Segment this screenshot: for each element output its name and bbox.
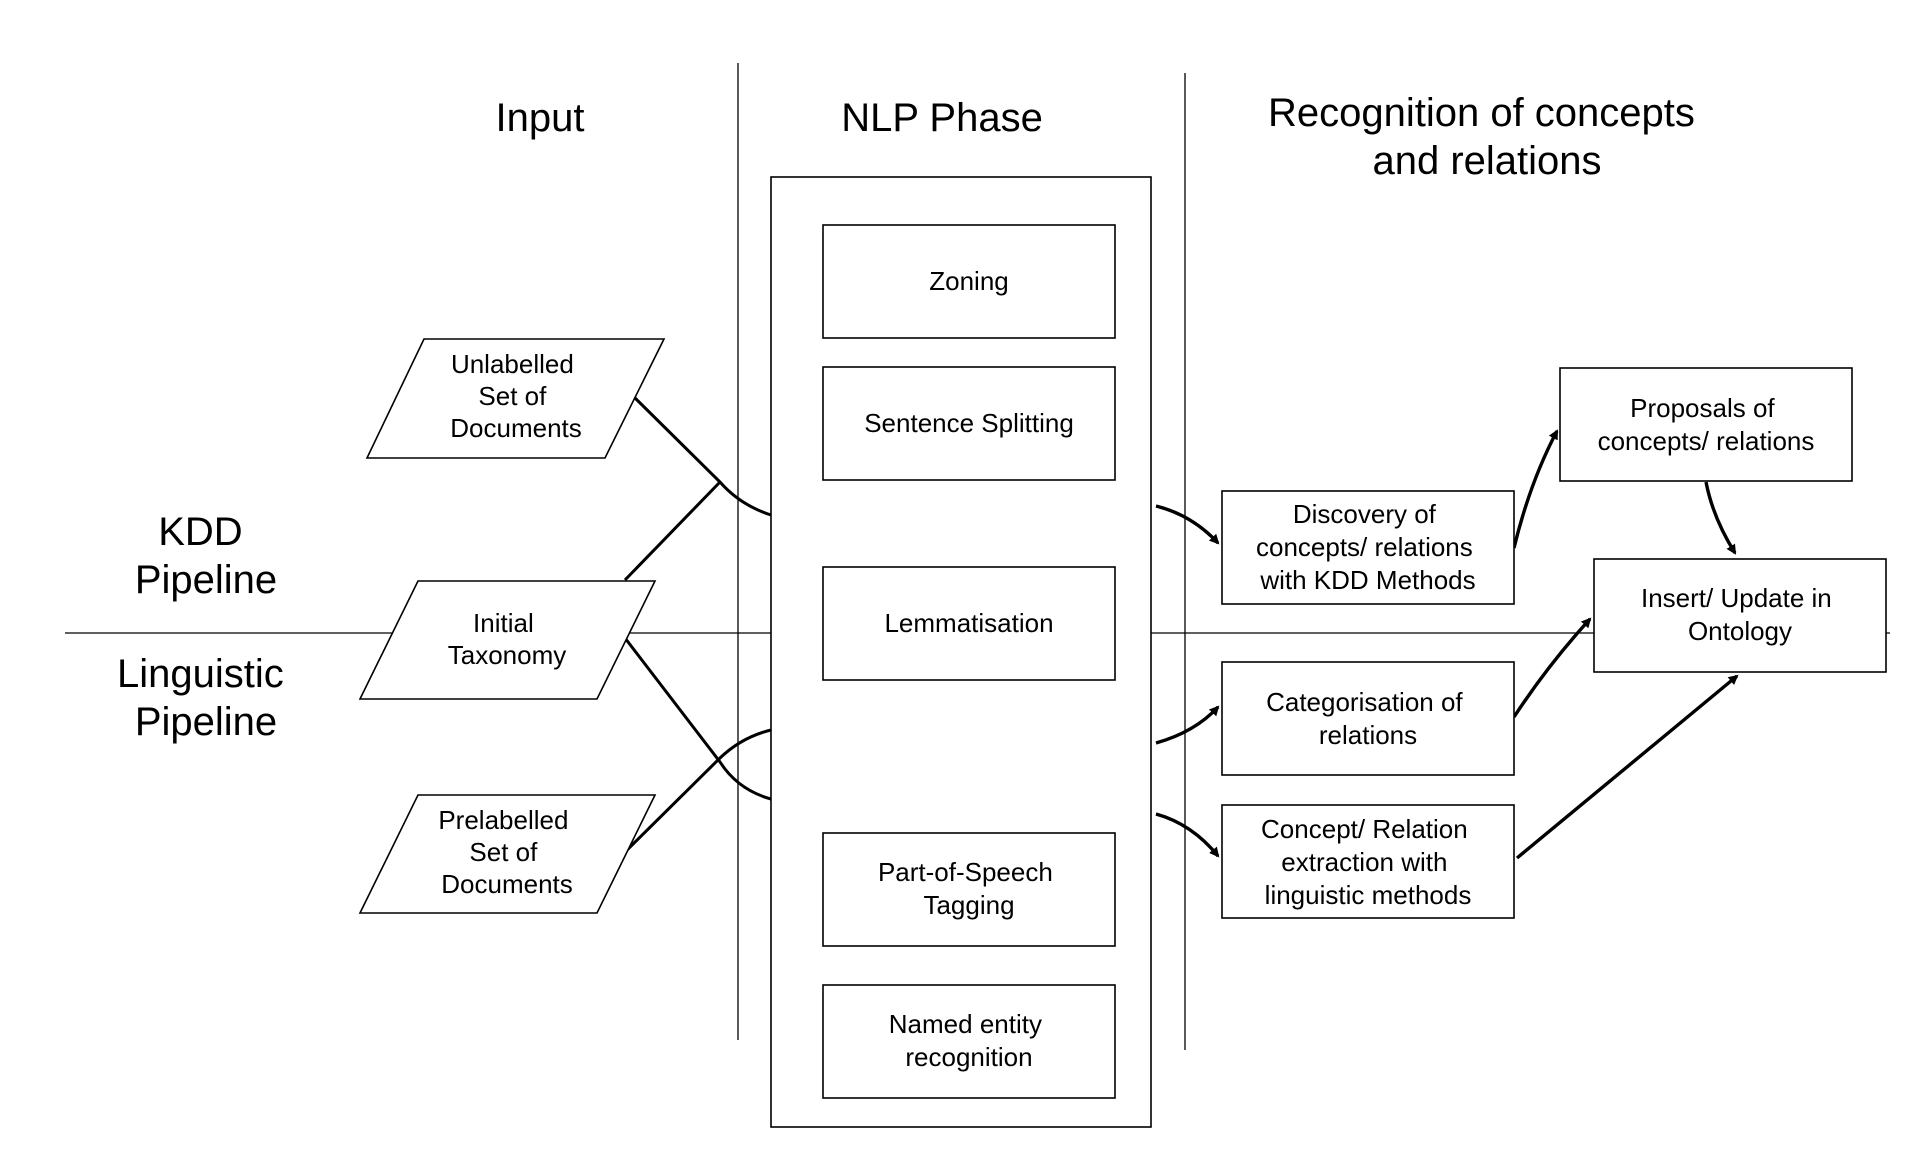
arrow-to-extraction <box>1155 812 1220 858</box>
arrow-discovery-to-proposals <box>1512 429 1559 549</box>
arrow-to-categorisation <box>1155 705 1220 745</box>
connector-prelabelled <box>623 728 772 854</box>
input-initial-taxonomy: Initial Taxonomy <box>358 580 657 700</box>
svg-text:Named entity recognition: Named entity recognition <box>889 1009 1049 1072</box>
arrow-to-discovery <box>1155 504 1220 545</box>
arrow-categorisation-to-ontology <box>1512 617 1592 718</box>
input-unlabelled-label: Unlabelled Set of Documents <box>450 349 582 443</box>
arrow-extraction-to-ontology <box>1515 674 1739 860</box>
svg-text:Categorisation of relati: Categorisation of relations <box>1266 687 1470 750</box>
connector-taxonomy-kdd <box>623 480 722 582</box>
svg-text:Part-of-Speech Tagging: Part-of-Speech Tagging <box>878 857 1060 920</box>
input-prelabelled-label: Prelabelled Set of Documents <box>438 805 575 899</box>
svg-text:Sentence Splitting: Sentence Splitting <box>864 408 1074 438</box>
recognition-categorisation: Categorisation of relations <box>1221 661 1515 776</box>
input-taxonomy-label: Initial Taxonomy <box>448 608 567 670</box>
nlp-step-zoning: Zoning <box>822 224 1116 339</box>
svg-text:Proposals of concepts/ r: Proposals of concepts/ relations <box>1598 393 1815 456</box>
recognition-discovery-kdd: Discovery of concepts/ relations with KD… <box>1221 490 1515 605</box>
nlp-step-sentence-splitting: Sentence Splitting <box>822 366 1116 481</box>
column-title-recognition: Recognition of concepts and relations <box>1268 91 1706 183</box>
recognition-proposals: Proposals of concepts/ relations <box>1559 367 1853 482</box>
svg-text:Discovery of concepts/ r: Discovery of concepts/ relations with KD… <box>1256 499 1480 595</box>
nlp-step-lemmatisation: Lemmatisation <box>822 566 1116 681</box>
column-title-nlp: NLP Phase <box>841 96 1043 140</box>
svg-text:Zoning: Zoning <box>929 266 1009 296</box>
arrow-proposals-to-ontology <box>1704 481 1737 555</box>
input-prelabelled-documents: Prelabelled Set of Documents <box>358 794 657 914</box>
svg-text:Concept/ Relation extrac: Concept/ Relation extraction with lingui… <box>1261 814 1475 910</box>
kdd-pipeline-label: KDD Pipeline <box>135 510 277 602</box>
connector-taxonomy-linguistic <box>623 637 772 801</box>
input-unlabelled-documents: Unlabelled Set of Documents <box>365 338 666 459</box>
recognition-linguistic-extraction: Concept/ Relation extraction with lingui… <box>1221 804 1515 919</box>
column-title-input: Input <box>496 96 585 140</box>
svg-text:Insert/ Update in Ontolo: Insert/ Update in Ontology <box>1641 583 1839 646</box>
nlp-step-named-entity-recognition: Named entity recognition <box>822 984 1116 1099</box>
connector-unlabelled <box>632 395 772 517</box>
nlp-step-pos-tagging: Part-of-Speech Tagging <box>822 832 1116 947</box>
svg-text:Lemmatisation: Lemmatisation <box>884 608 1053 638</box>
recognition-ontology-update: Insert/ Update in Ontology <box>1593 558 1887 673</box>
linguistic-pipeline-label: Linguistic Pipeline <box>117 652 295 744</box>
